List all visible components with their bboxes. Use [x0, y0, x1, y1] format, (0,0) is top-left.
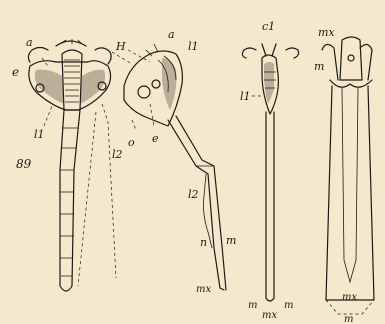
label-fig2-e: e	[152, 132, 159, 145]
label-H: H	[115, 40, 126, 53]
label-fig2-n: n	[200, 236, 207, 249]
label-fig4-m: m	[314, 60, 324, 73]
label-fig3-m-left: m	[248, 300, 257, 311]
label-fig4-mx-top: mx	[318, 26, 335, 39]
label-fig1-l1: l1	[34, 128, 45, 141]
label-fig2-mx: mx	[196, 284, 211, 295]
label-fig2-m: m	[226, 234, 236, 247]
label-fig2-l2: l2	[188, 188, 199, 201]
label-fig1-e: e	[12, 65, 19, 79]
label-fig4-m-bottom: m	[344, 314, 353, 324]
label-fig3-l1: l1	[240, 90, 251, 103]
label-fig3-c: c1	[262, 20, 275, 33]
label-fig1-l2: l2	[112, 148, 123, 161]
label-fig2-a: a	[168, 28, 175, 41]
label-fig2-o: o	[128, 136, 135, 149]
label-fig3-m-right: m	[284, 300, 293, 311]
label-fig1-number: 89	[16, 157, 32, 171]
label-fig3-mx: mx	[262, 310, 277, 321]
label-fig1-a: a	[26, 36, 33, 49]
label-fig2-l1: l1	[188, 40, 199, 53]
label-fig4-mx-bottom: mx	[342, 292, 357, 303]
